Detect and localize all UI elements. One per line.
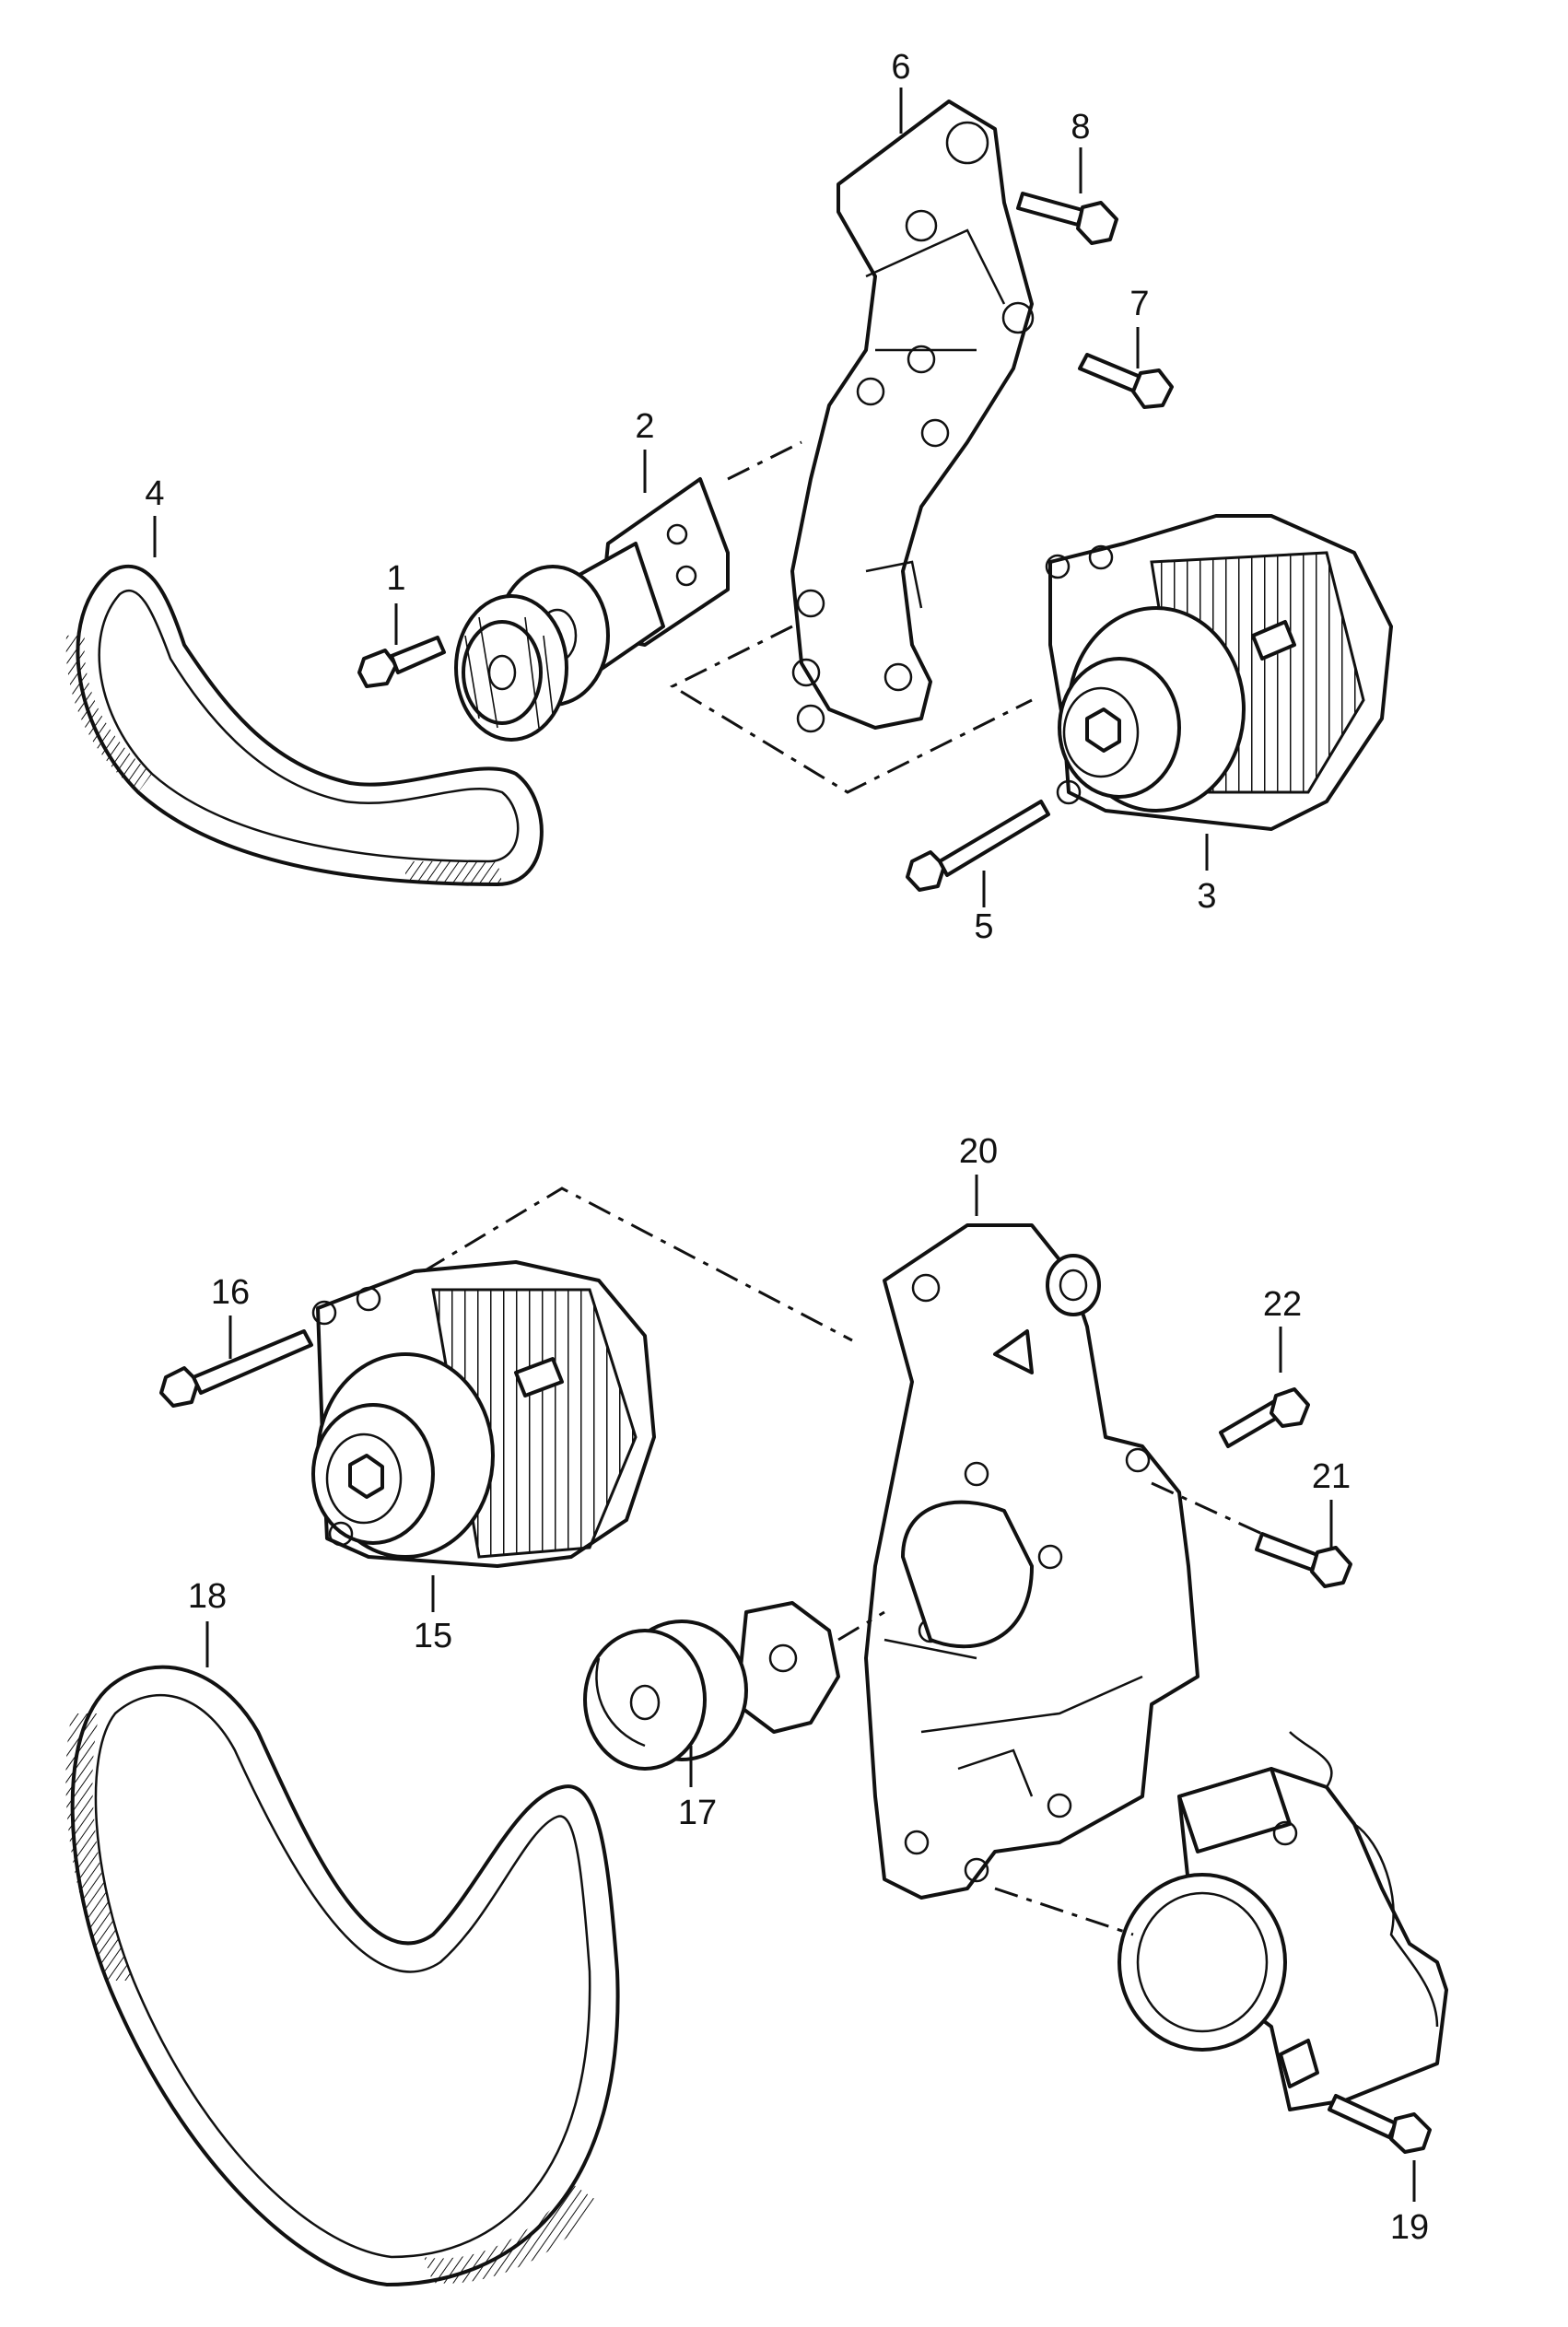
assembly-line-bottom-a bbox=[423, 1187, 853, 1342]
callout-2: 2 bbox=[635, 407, 654, 446]
bolt-19 bbox=[1328, 2094, 1432, 2154]
callout-18: 18 bbox=[188, 1577, 227, 1616]
mounting-bracket-upper bbox=[790, 99, 1035, 733]
belt-tensioner-upper bbox=[454, 477, 730, 742]
callout-4: 4 bbox=[145, 474, 164, 513]
bolt-1 bbox=[357, 636, 446, 688]
alternator-upper bbox=[1045, 514, 1393, 831]
assembly-line-top-a bbox=[727, 440, 802, 481]
callout-5: 5 bbox=[974, 907, 993, 946]
callout-20: 20 bbox=[959, 1132, 998, 1171]
ribbed-belt-lower bbox=[65, 1665, 620, 2286]
bolt-5 bbox=[906, 800, 1050, 892]
engine-housing bbox=[1117, 1731, 1448, 2111]
bolt-21 bbox=[1255, 1532, 1352, 1588]
belt-tensioner-lower bbox=[583, 1601, 840, 1771]
bolt-8 bbox=[1016, 192, 1118, 245]
leader-lines bbox=[153, 88, 1416, 2202]
callout-7: 7 bbox=[1129, 285, 1149, 323]
callout-8: 8 bbox=[1071, 108, 1090, 146]
callout-17: 17 bbox=[678, 1794, 717, 1832]
callout-22: 22 bbox=[1263, 1285, 1302, 1324]
assembly-line-bottom-d bbox=[994, 1887, 1134, 1936]
bolt-7 bbox=[1078, 353, 1174, 409]
assembly-line-bottom-c bbox=[1151, 1481, 1263, 1536]
callout-16: 16 bbox=[211, 1273, 250, 1312]
callout-6: 6 bbox=[891, 48, 910, 87]
callout-15: 15 bbox=[414, 1617, 452, 1655]
callout-3: 3 bbox=[1197, 877, 1216, 916]
callout-1: 1 bbox=[386, 559, 405, 598]
assembly-line-top-b bbox=[669, 625, 1033, 794]
bolt-16 bbox=[159, 1329, 313, 1408]
ribbed-belt-upper bbox=[65, 564, 544, 886]
assembly-line-bottom-b bbox=[837, 1610, 885, 1642]
mounting-bracket-lower bbox=[864, 1223, 1199, 1900]
callout-19: 19 bbox=[1390, 2208, 1429, 2247]
callout-21: 21 bbox=[1312, 1457, 1351, 1496]
alternator-lower bbox=[311, 1260, 656, 1568]
bolt-22 bbox=[1219, 1387, 1310, 1448]
